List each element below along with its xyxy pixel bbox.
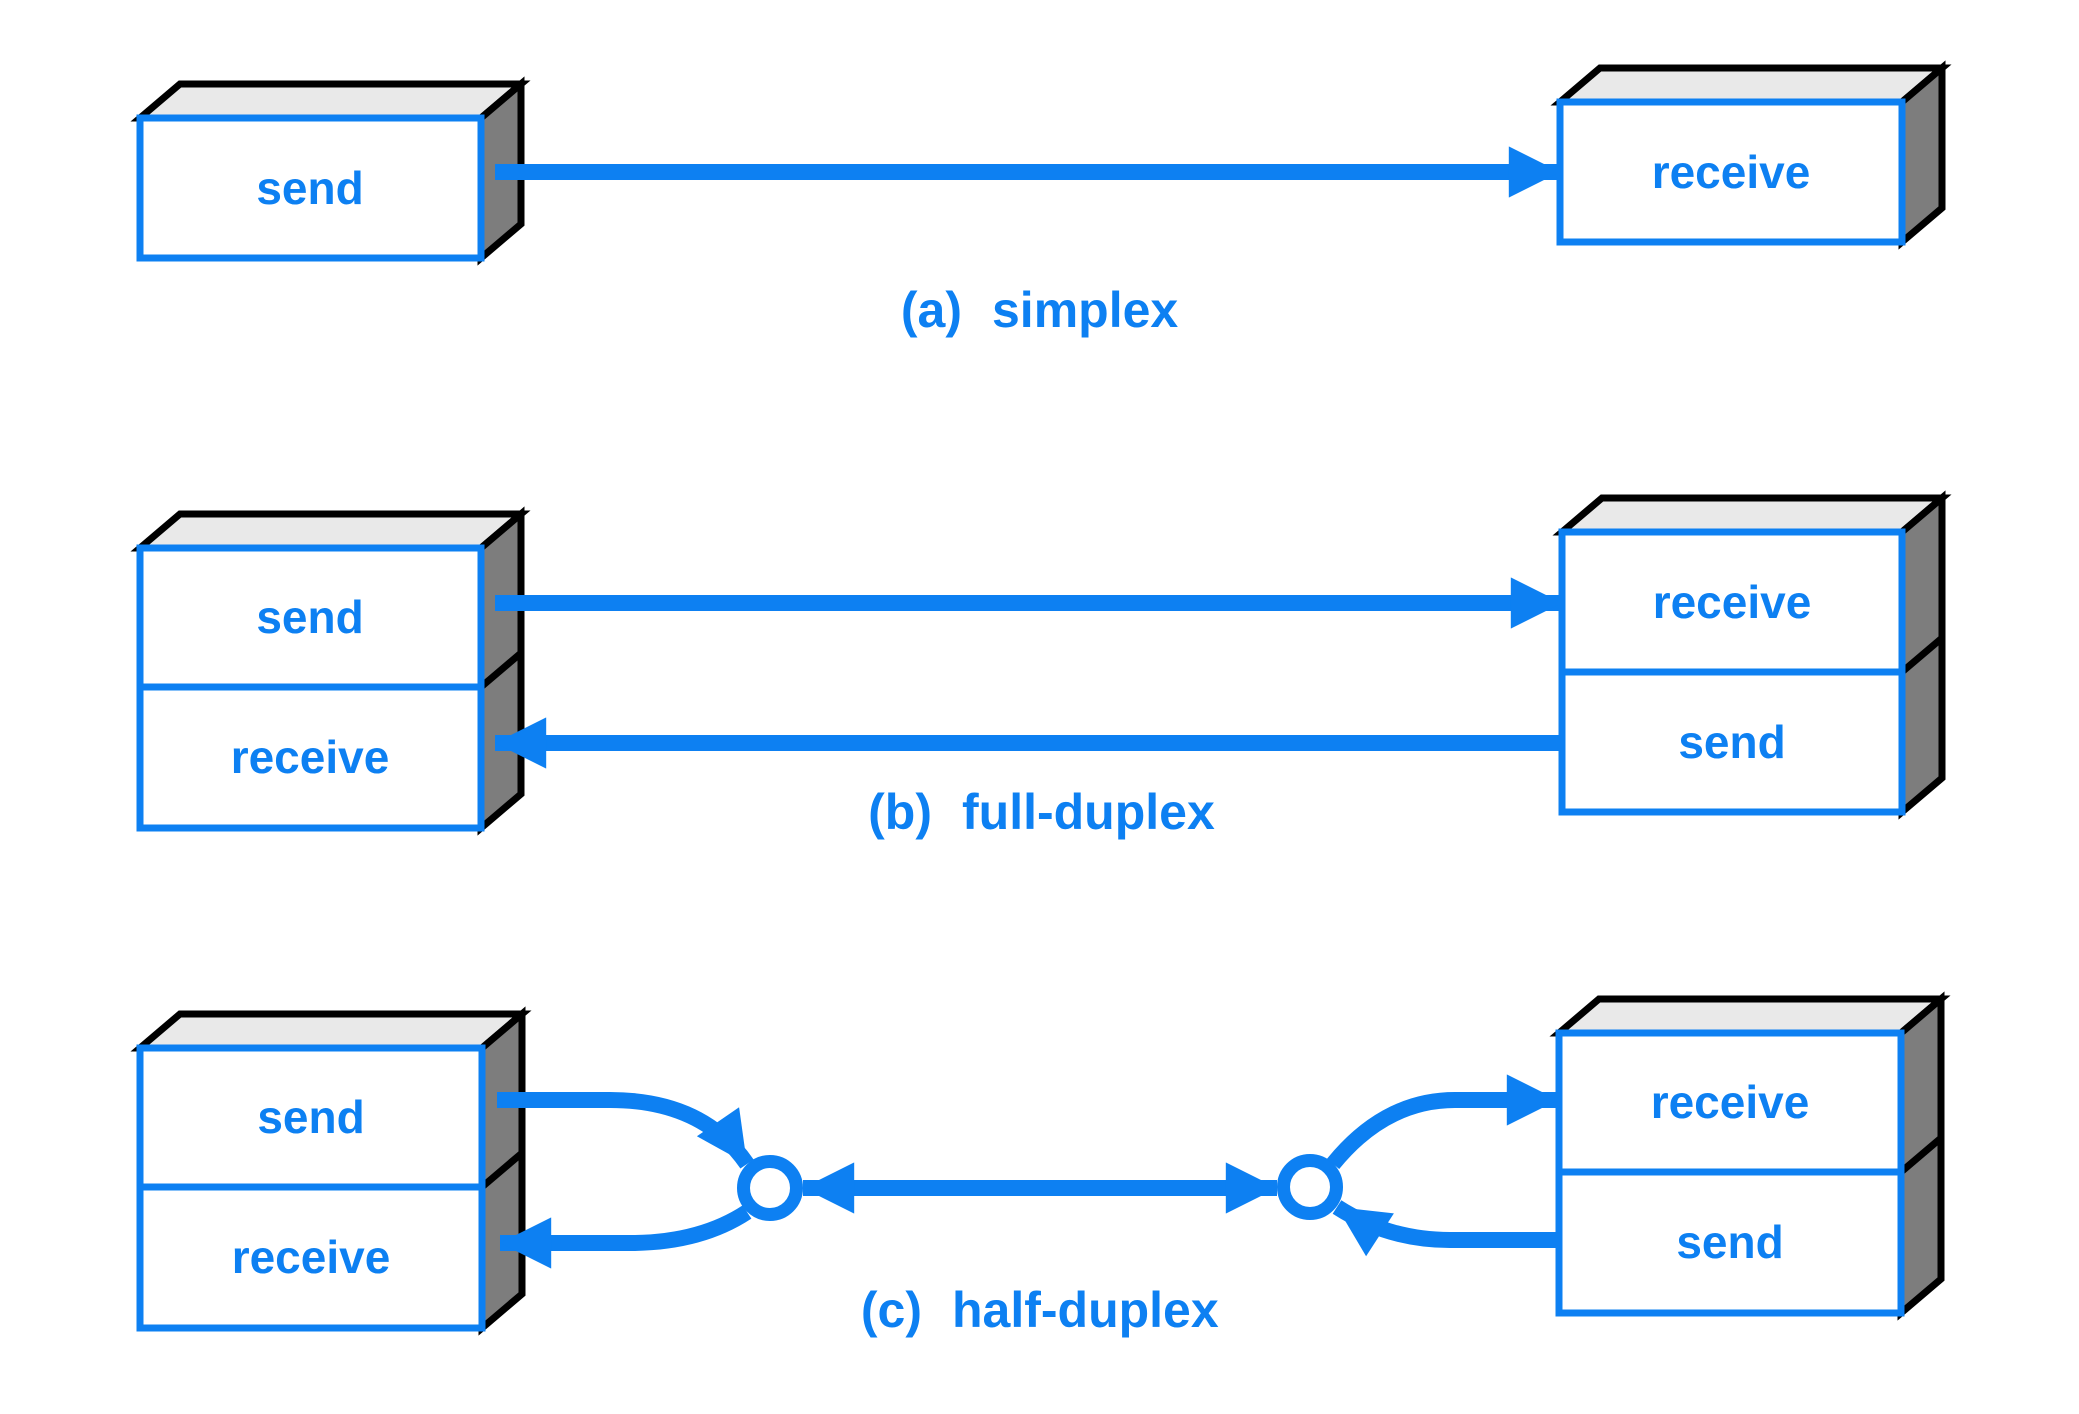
half-duplex-right-receive-curve <box>1326 1074 1558 1170</box>
box-label-receive: receive <box>1653 576 1812 628</box>
box-label-send: send <box>256 591 363 643</box>
box-front-face <box>1558 668 1906 816</box>
caption-prefix: (a) <box>901 282 962 338</box>
box-top-face <box>1552 494 1952 536</box>
box-front-face <box>1558 528 1906 676</box>
full-duplex-left-station: send receive <box>130 506 531 836</box>
box-front-face <box>136 683 485 832</box>
section-full-duplex: send receive receive send (b) full-duple… <box>130 490 1952 840</box>
box-top-face <box>130 1010 532 1052</box>
box-side-face <box>1898 60 1946 250</box>
box-label-send: send <box>256 162 363 214</box>
box-front-face <box>136 114 485 262</box>
caption-text: half-duplex <box>952 1282 1219 1338</box>
caption-half-duplex: (c) half-duplex <box>861 1282 1219 1338</box>
box-label-receive: receive <box>1652 146 1811 198</box>
simplex-receiver-box: receive <box>1550 60 1952 250</box>
junction-node-right <box>1277 1154 1343 1220</box>
box-label-send: send <box>257 1091 364 1143</box>
caption-text: simplex <box>992 282 1178 338</box>
box-front-face <box>1555 1168 1905 1317</box>
box-front-face <box>136 1183 486 1332</box>
junction-node-left <box>737 1155 803 1221</box>
caption-prefix: (c) <box>861 1282 922 1338</box>
simplex-sender-box: send <box>130 76 531 266</box>
caption-text: full-duplex <box>962 784 1215 840</box>
box-front-face <box>1556 98 1906 246</box>
caption-full-duplex: (b) full-duplex <box>868 784 1215 840</box>
half-duplex-right-station: receive send <box>1549 991 1951 1321</box>
box-top-face <box>130 80 531 122</box>
caption-prefix: (b) <box>868 784 932 840</box>
box-top-face <box>1550 64 1952 106</box>
section-simplex: send receive (a) simplex <box>130 60 1952 338</box>
box-label-send: send <box>1676 1216 1783 1268</box>
box-side-divider <box>479 1150 525 1190</box>
box-side-divider <box>1898 1135 1944 1175</box>
full-duplex-right-station: receive send <box>1552 490 1952 820</box>
box-label-receive: receive <box>1651 1076 1810 1128</box>
half-duplex-left-send-curve <box>497 1092 754 1169</box>
caption-simplex: (a) simplex <box>901 282 1179 338</box>
box-top-face <box>1549 995 1951 1037</box>
section-half-duplex: send receive receive send (c) half-duple… <box>130 991 1951 1338</box>
box-label-send: send <box>1678 716 1785 768</box>
box-side-divider <box>478 650 524 690</box>
box-label-receive: receive <box>231 731 390 783</box>
box-top-face <box>130 510 531 552</box>
half-duplex-left-station: send receive <box>130 1006 532 1336</box>
box-label-receive: receive <box>232 1231 391 1283</box>
half-duplex-right-send-curve <box>1332 1200 1559 1257</box>
half-duplex-left-receive-curve <box>500 1205 752 1269</box>
box-side-divider <box>1899 635 1945 675</box>
